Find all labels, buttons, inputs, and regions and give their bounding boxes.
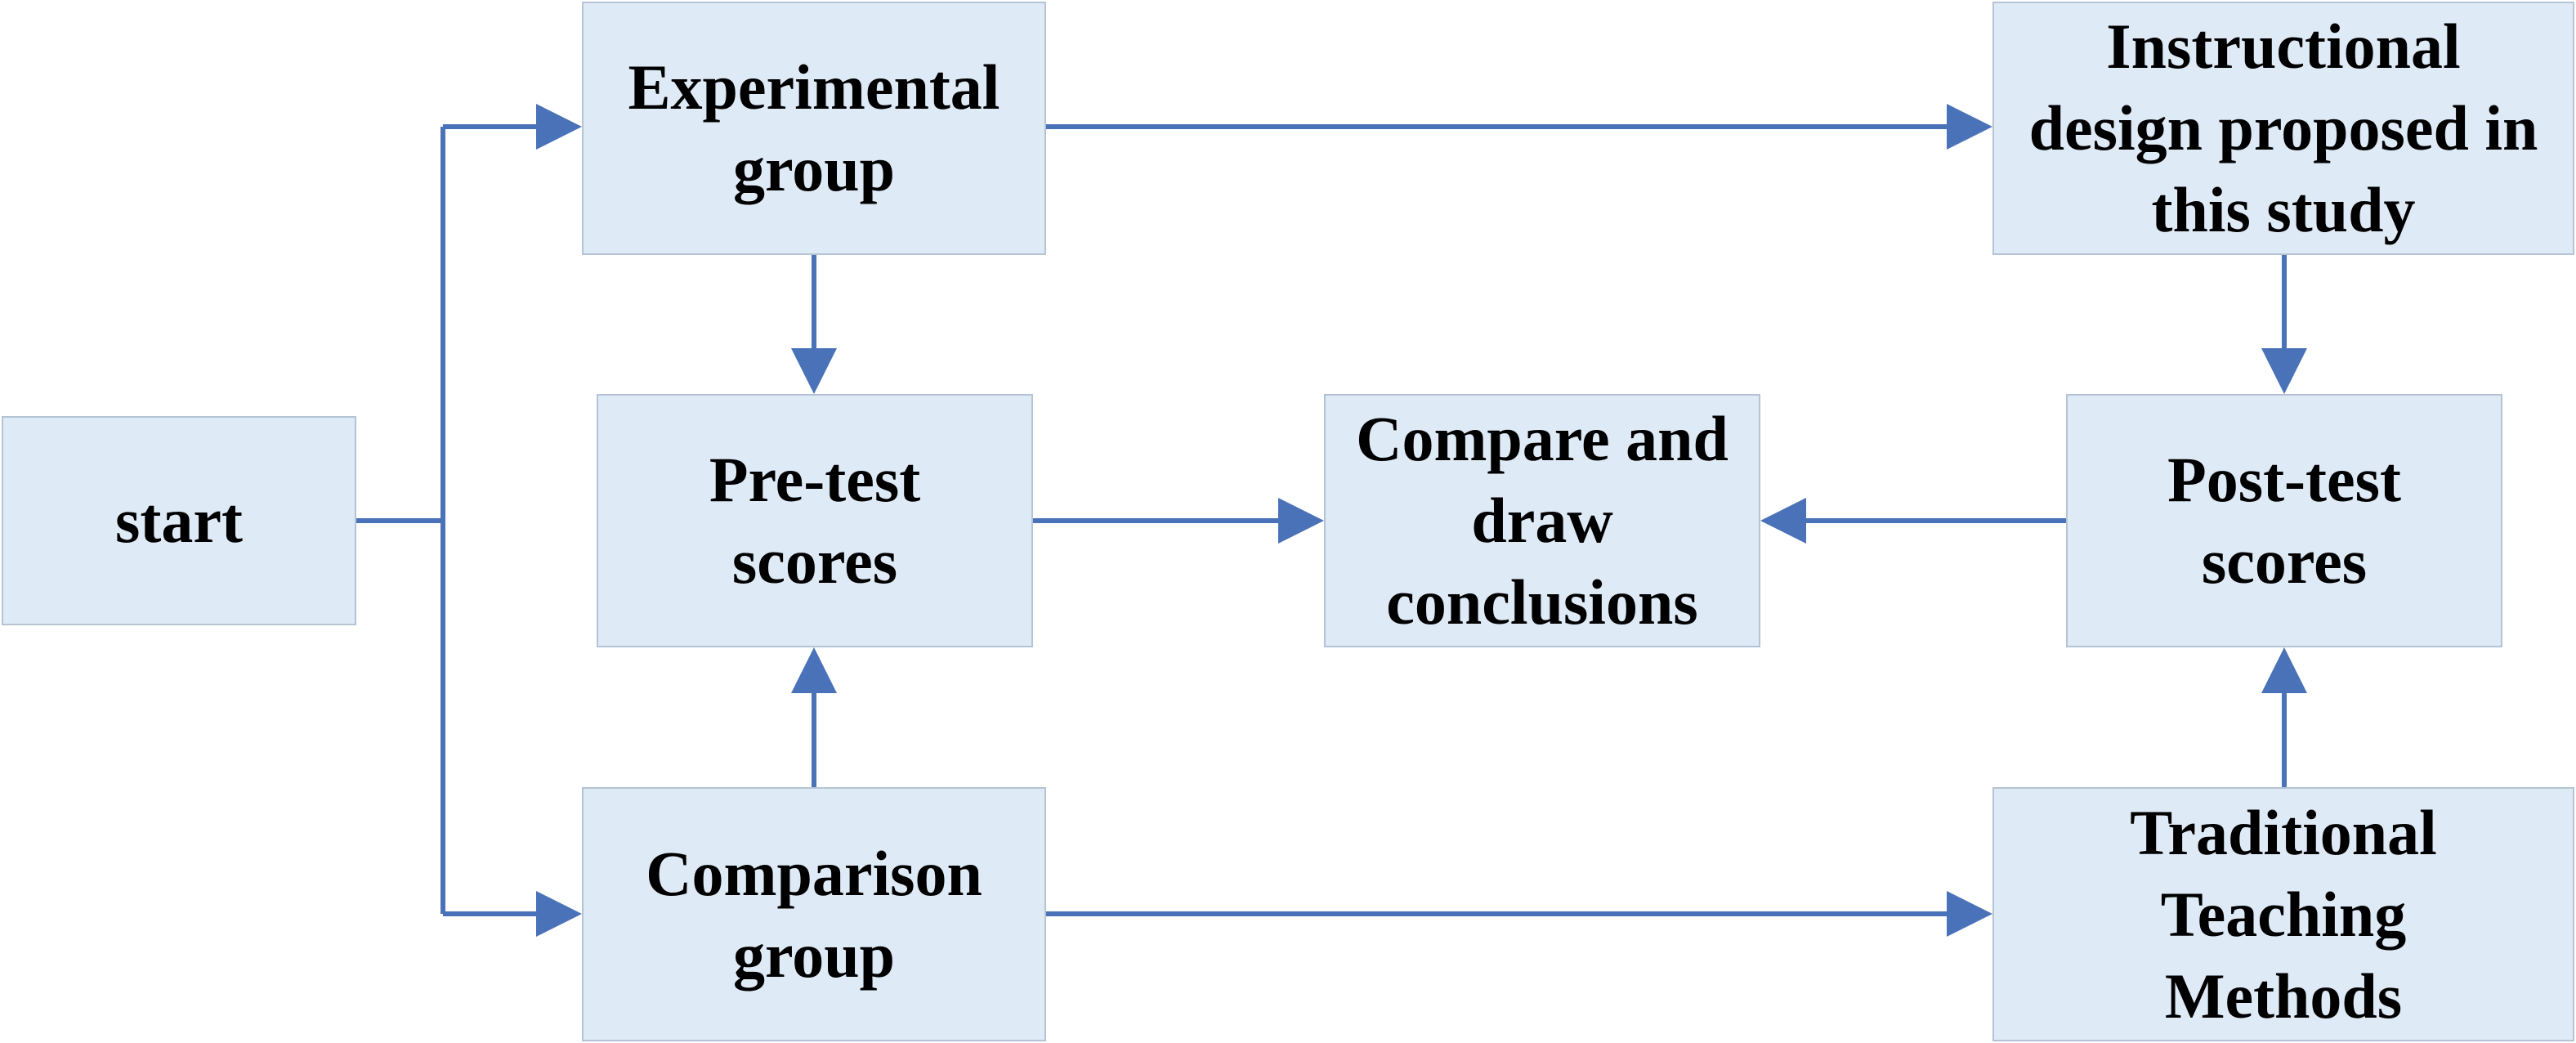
arrowhead-pretest-to-compare bbox=[1278, 498, 1324, 544]
node-comparison-group: Comparison group bbox=[582, 787, 1046, 1041]
node-compare-conclusions: Compare and draw conclusions bbox=[1324, 394, 1760, 647]
node-pretest-scores: Pre-test scores bbox=[597, 394, 1033, 647]
node-traditional-methods-label: Traditional Teaching Methods bbox=[2130, 796, 2437, 1032]
node-pretest-scores-label: Pre-test scores bbox=[709, 444, 921, 597]
node-posttest-scores-label: Post-test scores bbox=[2167, 444, 2401, 597]
arrowhead-posttest-to-compare bbox=[1760, 498, 1806, 544]
arrowhead-experimental-to-instructional bbox=[1947, 104, 1992, 150]
arrowhead-traditional-to-posttest bbox=[2261, 647, 2307, 693]
node-experimental-group-label: Experimental group bbox=[628, 51, 1000, 204]
node-traditional-methods: Traditional Teaching Methods bbox=[1992, 787, 2574, 1041]
node-experimental-group: Experimental group bbox=[582, 2, 1046, 255]
node-compare-conclusions-label: Compare and draw conclusions bbox=[1356, 403, 1729, 638]
arrowhead-start-to-comparison bbox=[536, 891, 582, 937]
arrowhead-start-to-experimental bbox=[536, 104, 582, 150]
node-start-label: start bbox=[115, 485, 243, 556]
node-instructional-design: Instructional design proposed in this st… bbox=[1992, 2, 2574, 255]
arrowhead-instructional-to-posttest bbox=[2261, 348, 2307, 394]
node-comparison-group-label: Comparison group bbox=[646, 837, 982, 991]
node-posttest-scores: Post-test scores bbox=[2066, 394, 2502, 647]
arrowhead-comparison-to-pretest bbox=[791, 647, 837, 693]
node-start: start bbox=[2, 416, 356, 625]
node-instructional-design-label: Instructional design proposed in this st… bbox=[2028, 11, 2538, 245]
arrowhead-experimental-to-pretest bbox=[791, 348, 837, 394]
arrowhead-comparison-to-traditional bbox=[1947, 891, 1992, 937]
